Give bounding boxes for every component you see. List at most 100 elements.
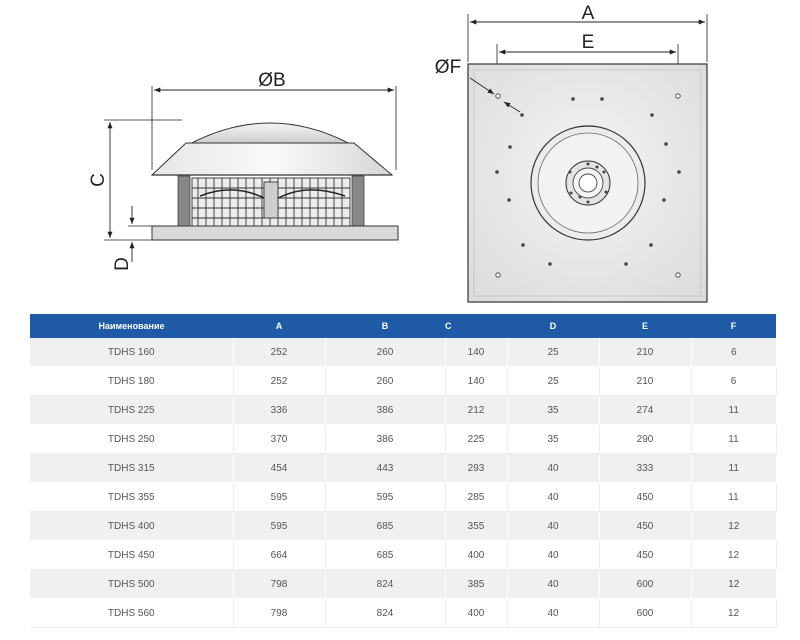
dimension-b-label: ØB	[258, 70, 285, 91]
table-cell: 40	[507, 511, 600, 541]
mounting-holes	[495, 93, 681, 278]
dimension-d-label: D	[112, 257, 133, 271]
table-cell: 443	[325, 453, 446, 483]
table-cell: 140	[445, 366, 508, 396]
table-cell: 370	[233, 424, 326, 454]
table-cell: 35	[507, 395, 600, 425]
table-cell: 274	[599, 395, 692, 425]
table-cell: 400	[445, 598, 508, 628]
dimension-a-label: A	[582, 3, 595, 24]
table-cell: 11	[691, 424, 777, 454]
column-header-e: E	[599, 314, 691, 338]
table-cell: 385	[445, 569, 508, 599]
fan-hood	[150, 142, 394, 176]
model-name-cell: TDHS 315	[30, 453, 234, 483]
table-cell: 140	[445, 338, 508, 367]
table-cell: 40	[507, 569, 600, 599]
table-cell: 600	[599, 569, 692, 599]
table-cell: 225	[445, 424, 508, 454]
table-cell: 798	[233, 598, 326, 628]
table-cell: 212	[445, 395, 508, 425]
table-cell: 450	[599, 540, 692, 570]
table-cell: 664	[233, 540, 326, 570]
model-name-cell: TDHS 250	[30, 424, 234, 454]
table-cell: 798	[233, 569, 326, 599]
side-view: ØB C	[88, 70, 399, 271]
table-cell: 685	[325, 511, 446, 541]
table-cell: 12	[691, 540, 777, 570]
table-cell: 252	[233, 338, 326, 367]
column-header-d: D	[507, 314, 599, 338]
table-cell: 40	[507, 453, 600, 483]
table-cell: 355	[445, 511, 508, 541]
column-header-a: A	[233, 314, 325, 338]
fan-dome	[185, 122, 355, 147]
table-cell: 210	[599, 338, 692, 367]
table-cell: 25	[507, 338, 600, 367]
column-header-f: F	[691, 314, 776, 338]
table-cell: 824	[325, 598, 446, 628]
table-cell: 400	[445, 540, 508, 570]
table-cell: 40	[507, 598, 600, 628]
dimension-f-leader	[469, 77, 495, 95]
model-name-cell: TDHS 450	[30, 540, 234, 570]
dimension-e-label: E	[582, 32, 595, 53]
table-cell: 6	[691, 338, 776, 367]
table-cell: 12	[691, 569, 776, 599]
table-cell: 293	[445, 453, 508, 483]
bolt-holes	[495, 97, 681, 266]
column-header-c: C	[445, 314, 507, 338]
table-cell: 11	[691, 395, 776, 425]
model-name-cell: TDHS 500	[30, 569, 234, 599]
model-name-cell: TDHS 400	[30, 511, 234, 541]
top-view: A E ØF	[435, 3, 708, 303]
table-cell: 600	[599, 598, 692, 628]
fan-grille	[191, 177, 351, 227]
table-cell: 595	[325, 482, 446, 512]
fan-base	[151, 225, 399, 241]
dimension-f-label: ØF	[435, 57, 461, 78]
model-name-cell: TDHS 560	[30, 598, 234, 628]
table-cell: 595	[233, 511, 326, 541]
table-cell: 35	[507, 424, 600, 454]
table-cell: 12	[691, 511, 776, 541]
table-cell: 290	[599, 424, 692, 454]
table-cell: 333	[599, 453, 692, 483]
table-cell: 450	[599, 511, 692, 541]
table-cell: 386	[325, 395, 446, 425]
table-cell: 454	[233, 453, 326, 483]
table-cell: 386	[325, 424, 446, 454]
table-cell: 6	[691, 366, 777, 396]
table-cell: 336	[233, 395, 326, 425]
table-cell: 285	[445, 482, 508, 512]
table-cell: 260	[325, 366, 446, 396]
column-header-name: Наименование	[30, 314, 233, 338]
table-cell: 252	[233, 366, 326, 396]
table-cell: 11	[691, 453, 776, 483]
table-cell: 210	[599, 366, 692, 396]
table-cell: 260	[325, 338, 446, 367]
table-cell: 595	[233, 482, 326, 512]
model-name-cell: TDHS 180	[30, 366, 234, 396]
model-name-cell: TDHS 355	[30, 482, 234, 512]
model-name-cell: TDHS 160	[30, 338, 234, 367]
table-cell: 12	[691, 598, 777, 628]
table-cell: 450	[599, 482, 692, 512]
table-cell: 11	[691, 482, 777, 512]
table-cell: 25	[507, 366, 600, 396]
table-cell: 685	[325, 540, 446, 570]
technical-drawing: ØB C	[88, 3, 708, 303]
